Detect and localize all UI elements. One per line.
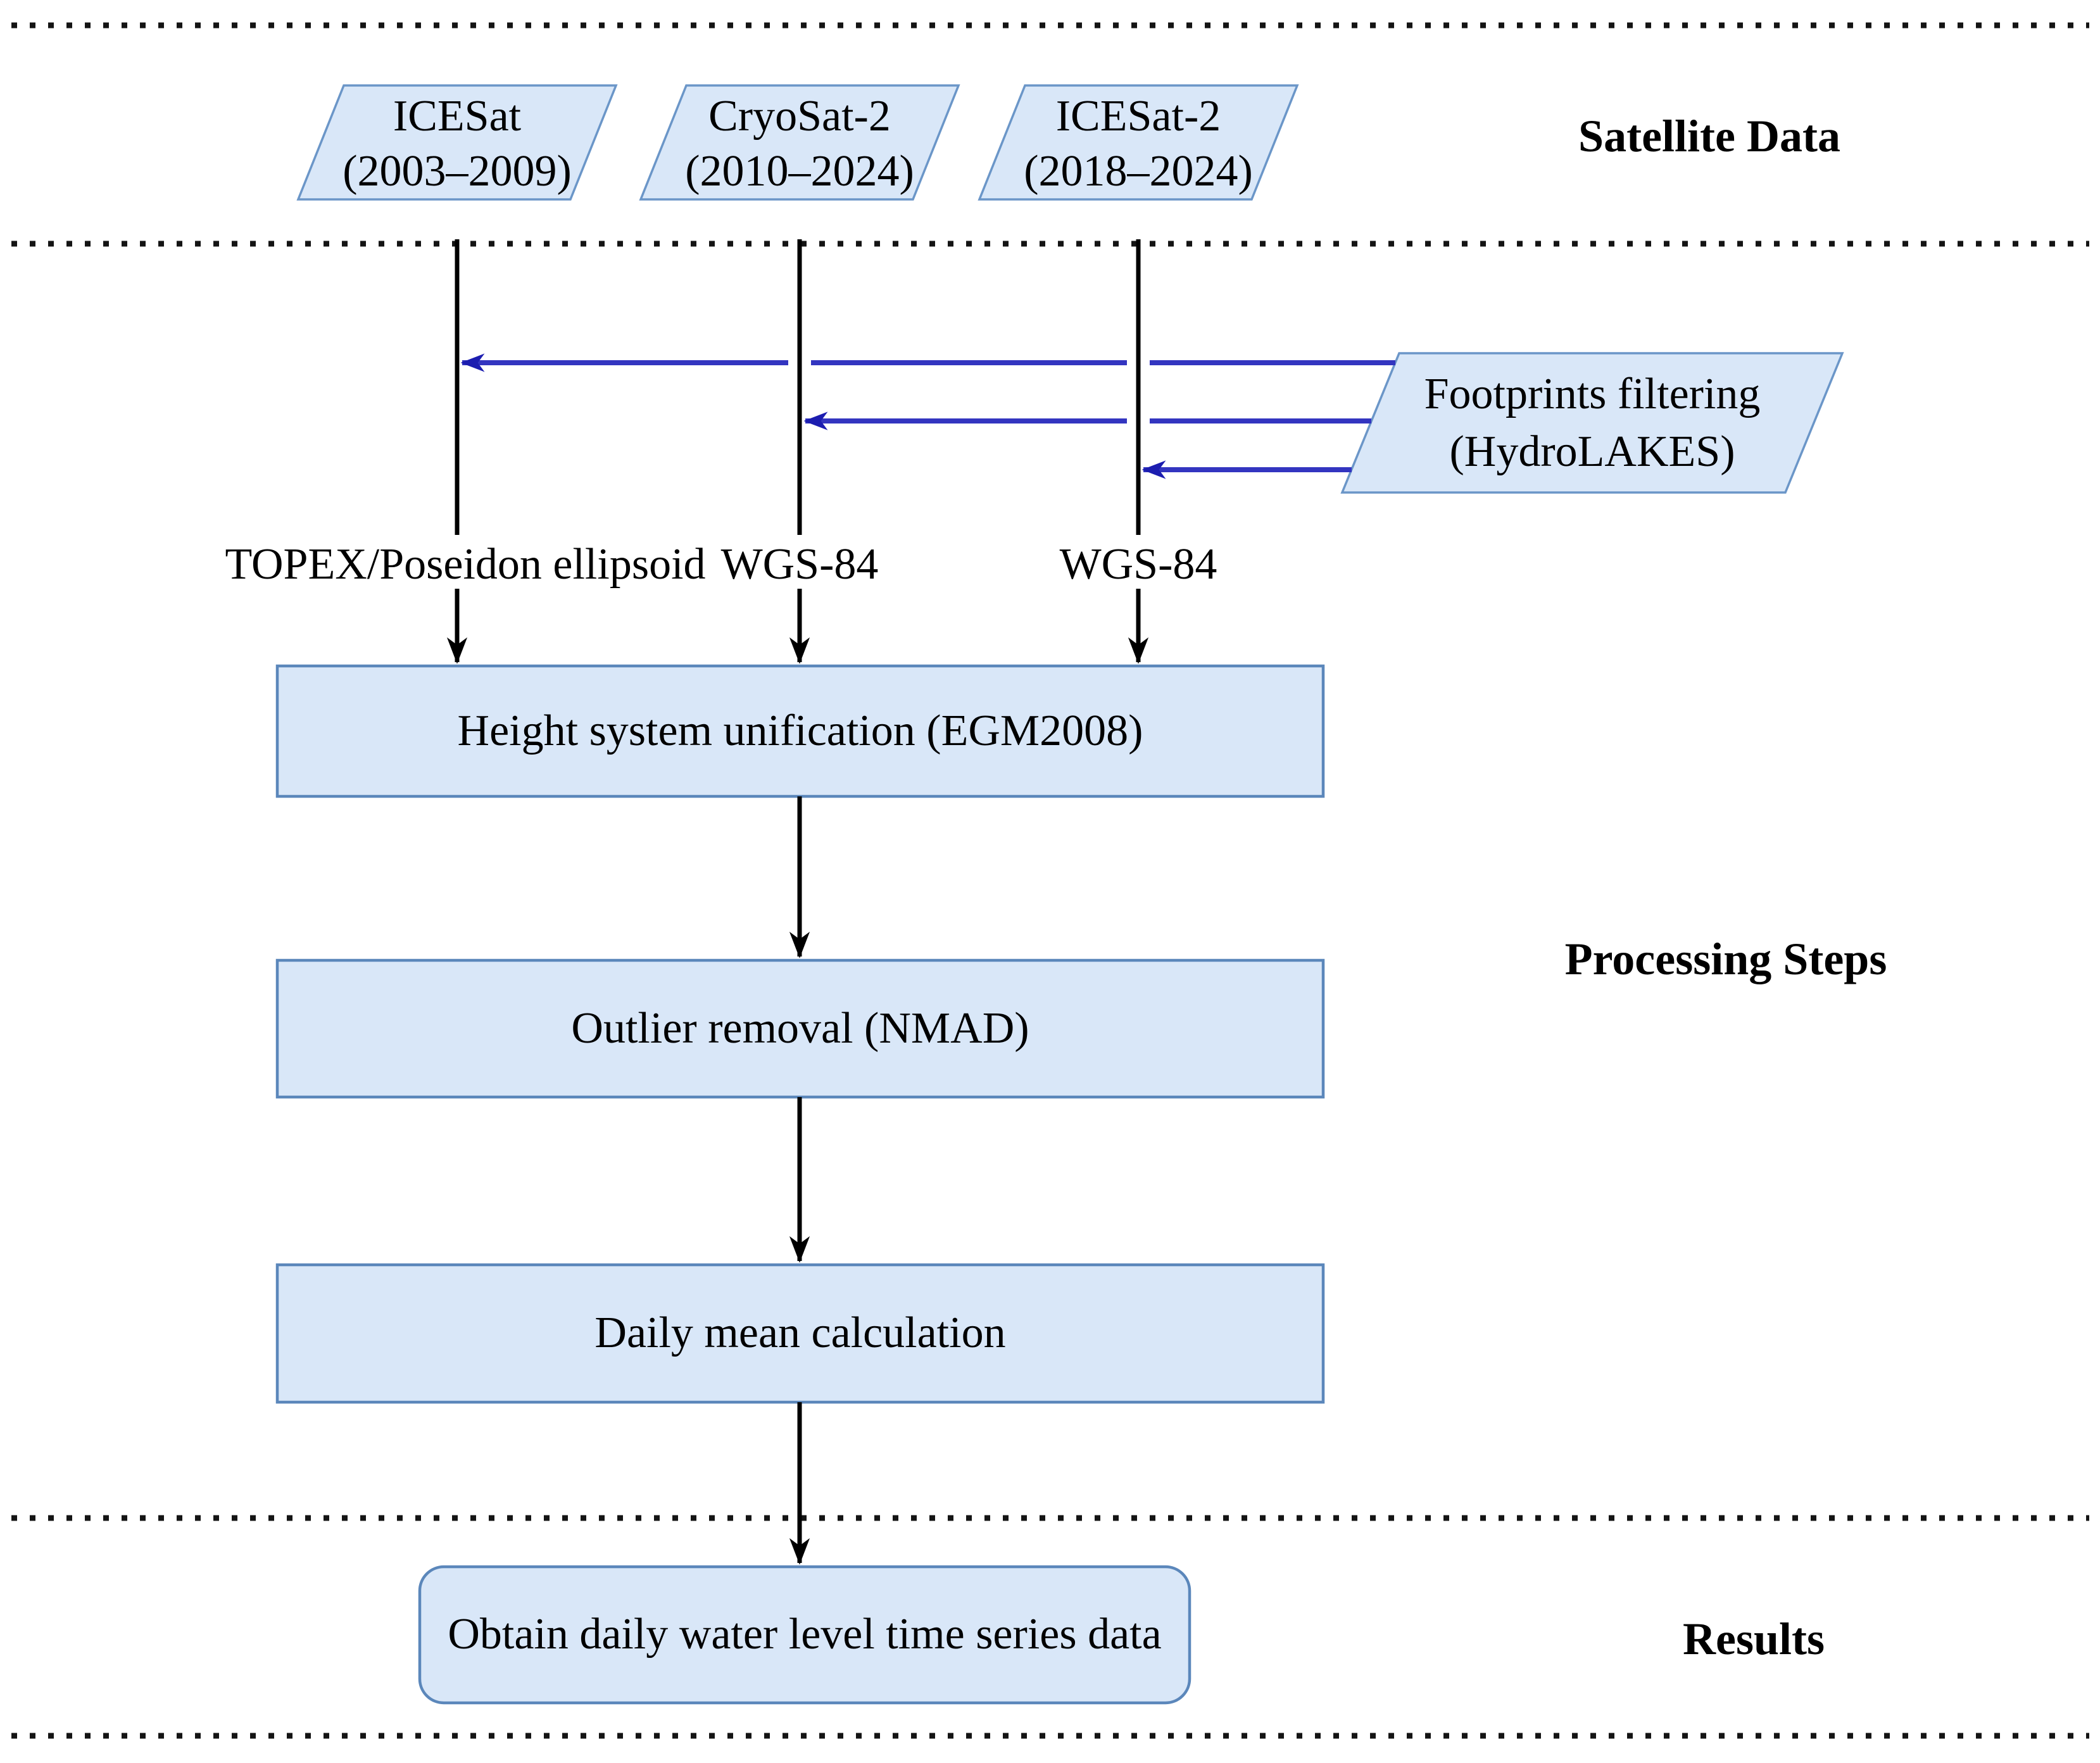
satellite-name: ICESat: [393, 91, 522, 141]
satellite-name: CryoSat-2: [708, 91, 891, 141]
satellite-node-icesat: ICESat (2003–2009): [292, 89, 622, 199]
satellite-name: ICESat-2: [1055, 91, 1221, 141]
process-box-daily-mean: Daily mean calculation: [594, 1308, 1006, 1358]
process-box-shape-height-unification: [275, 664, 1325, 798]
satellite-node-cryosat2: CryoSat-2 (2010–2024): [635, 89, 964, 199]
datum-label-topex: TOPEX/Poseidon ellipsoid: [225, 539, 706, 589]
filter-node-line1: Footprints filtering: [1424, 370, 1761, 418]
process-box-outlier-removal: Outlier removal (NMAD): [571, 1003, 1029, 1053]
satellite-node-shape-icesat: [296, 84, 618, 201]
datum-label-wgs84-icesat2: WGS-84: [1059, 539, 1217, 589]
satellite-period: (2010–2024): [685, 146, 914, 196]
satellite-period: (2018–2024): [1024, 146, 1253, 196]
filter-node-shape: [1340, 352, 1844, 494]
satellite-node-shape-cryosat2: [639, 84, 960, 201]
datum-label-wgs84-cryosat2: WGS-84: [720, 539, 879, 589]
filter-node-line2: (HydroLAKES): [1449, 427, 1735, 476]
process-box-height-unification: Height system unification (EGM2008): [457, 706, 1143, 755]
result-node: Obtain daily water level time series dat…: [448, 1610, 1162, 1659]
satellite-node-shape-icesat2: [978, 84, 1299, 201]
satellite-node-icesat2: ICESat-2 (2018–2024): [974, 89, 1303, 199]
satellite-period: (2003–2009): [343, 146, 572, 196]
section-label-satellite-data: Satellite Data: [1578, 111, 1840, 162]
filter-node-footprints: Footprints filtering (HydroLAKES): [1402, 360, 1782, 486]
section-label-results: Results: [1682, 1614, 1825, 1665]
process-box-shape-outlier-removal: [275, 958, 1325, 1099]
section-label-processing-steps: Processing Steps: [1564, 934, 1887, 985]
result-node-shape: [418, 1565, 1191, 1705]
process-box-shape-daily-mean: [275, 1263, 1325, 1404]
